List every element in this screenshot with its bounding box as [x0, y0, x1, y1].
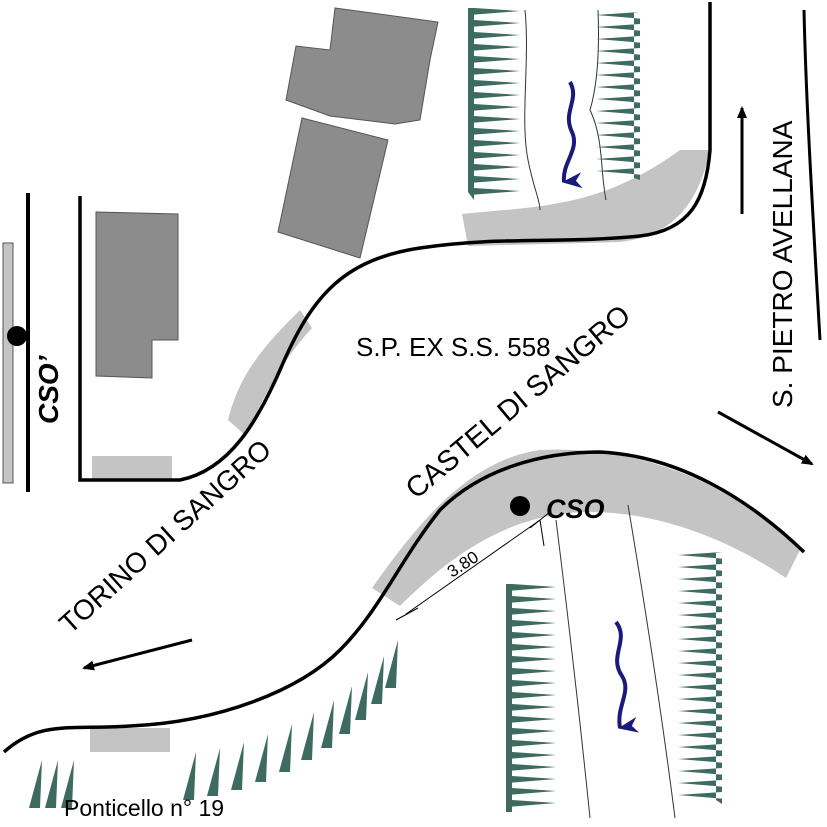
building-west: [95, 211, 179, 379]
shoulder-south-curve: [372, 449, 800, 606]
distance-measure: [395, 511, 551, 621]
arrow-east: [717, 410, 814, 466]
water-flows: [561, 81, 640, 733]
tree-comb-icon: [596, 12, 640, 180]
shoulder-bridge: [90, 728, 170, 752]
shoulder-north: [462, 150, 710, 246]
road-edge-north: [78, 2, 712, 482]
tree-comb-icon: [678, 552, 722, 804]
tree-comb-icon: [183, 640, 398, 800]
building-north-1: [285, 7, 439, 125]
shoulder-west: [92, 456, 172, 480]
arrow-west: [82, 638, 193, 671]
station-label-left: CSO’: [33, 354, 64, 424]
station-dot-right: [510, 496, 530, 516]
station-label-right: CSO: [546, 494, 605, 524]
road-edge-south: [2, 450, 806, 754]
tree-comb-icon: [468, 8, 520, 200]
buildings: [95, 7, 439, 379]
shoulder-bend: [228, 310, 312, 436]
building-north-2: [277, 117, 389, 259]
road-label-main: S.P. EX S.S. 558: [356, 332, 551, 362]
shoulder-far-left: [2, 242, 14, 484]
flow-arrow-north: [561, 81, 583, 189]
road-edges: [2, 2, 822, 754]
direction-arrows: [82, 106, 814, 671]
flow-arrow-south: [614, 620, 640, 733]
vegetation: [29, 8, 722, 812]
road-edge-east: [802, 9, 822, 341]
road-shoulders: [2, 150, 800, 752]
tree-comb-icon: [506, 584, 556, 812]
road-label-north: S. PIETRO AVELLANA: [767, 120, 798, 408]
stream-channels: [524, 9, 676, 819]
bridge-label: Ponticello n° 19: [64, 795, 224, 821]
tree-comb-icon: [29, 760, 74, 808]
station-dot-left: [7, 326, 27, 346]
